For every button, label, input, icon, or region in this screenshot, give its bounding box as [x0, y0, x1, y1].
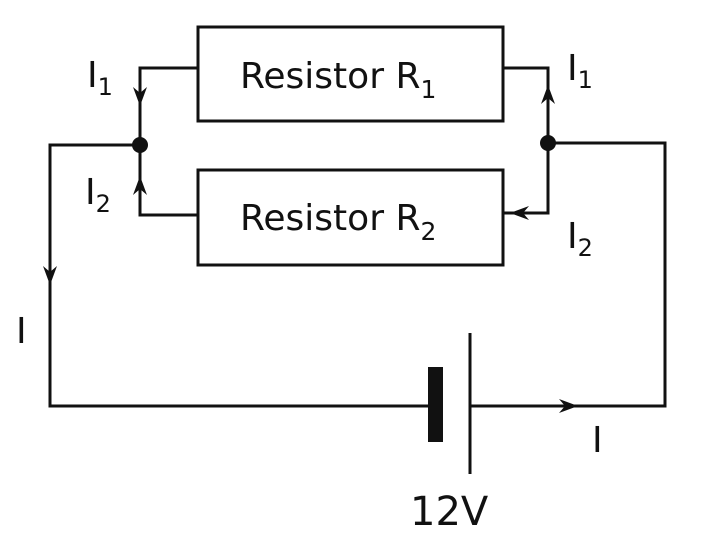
wire-r1-right — [501, 66, 550, 145]
battery-voltage-label: 12V — [410, 489, 489, 535]
arrow-i2-left-up-icon — [133, 176, 147, 195]
junction-right — [540, 135, 556, 151]
wire-r1-left — [138, 66, 200, 147]
resistor-r1-label: Resistor R1 — [240, 56, 436, 104]
wire-r2-left — [138, 143, 200, 217]
current-label-i-bottom: I — [592, 420, 603, 461]
arrow-i1-right-up-icon — [541, 85, 555, 104]
arrow-i-bottom-right-icon — [559, 399, 578, 413]
wire-r2-right — [501, 141, 550, 215]
arrow-i-left-down-icon — [43, 266, 57, 285]
current-label-i1-left: I1 — [87, 55, 113, 101]
resistor-r2-label: Resistor R2 — [240, 198, 436, 246]
current-label-i2-right: I2 — [567, 216, 593, 262]
junction-left — [132, 137, 148, 153]
current-label-i1-right: I1 — [567, 48, 593, 94]
current-label-i2-left: I2 — [85, 172, 111, 218]
arrow-i1-left-down-icon — [133, 87, 147, 106]
current-arrows — [43, 85, 578, 413]
current-label-i-left: I — [16, 311, 27, 352]
resistor-r1-subscript: 1 — [420, 75, 436, 104]
battery-negative-plate — [428, 367, 443, 442]
arrow-i2-right-left-icon — [510, 206, 529, 220]
resistor-r1-box — [196, 25, 505, 123]
resistor-r2-subscript: 2 — [420, 217, 436, 246]
resistor-r2-box — [196, 168, 505, 267]
